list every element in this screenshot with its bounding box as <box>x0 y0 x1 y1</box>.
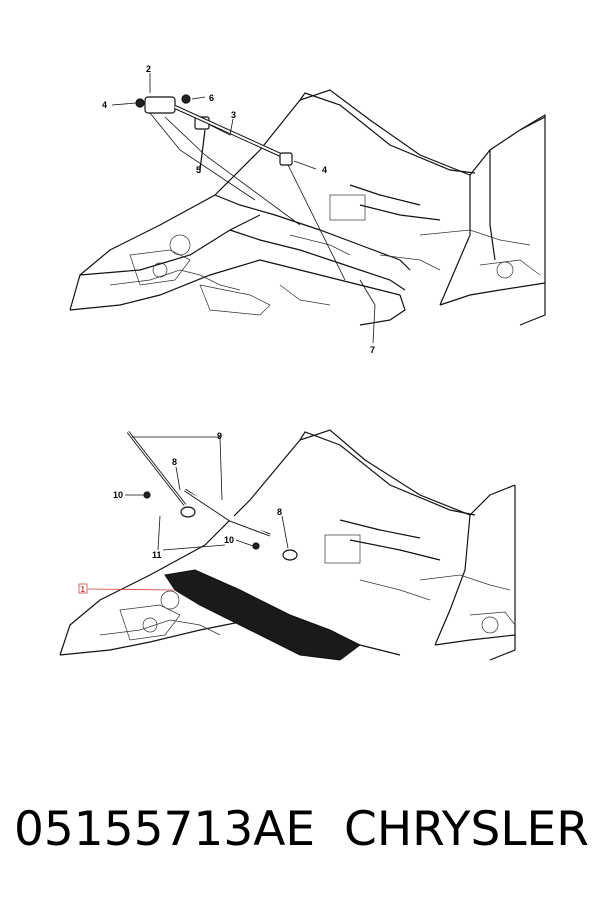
callout-8-left: 8 <box>172 457 177 467</box>
brand-name: CHRYSLER <box>344 802 589 857</box>
callout-4-right: 4 <box>322 165 327 175</box>
part-number: 05155713AE <box>14 802 316 857</box>
wiper-arm-cowl-illustration: 9 8 10 8 10 11 1 <box>59 429 516 661</box>
callout-7: 7 <box>370 345 375 355</box>
cowl-panel <box>164 569 361 661</box>
callout-1-box <box>78 583 88 594</box>
upper-diagram: 2 4 6 3 5 4 7 <box>0 55 600 365</box>
callout-5: 5 <box>196 165 201 175</box>
callout-10-left: 10 <box>113 490 123 500</box>
lower-diagram: 9 8 10 8 10 11 1 <box>0 420 600 680</box>
callout-2: 2 <box>146 64 151 74</box>
wiper-module-illustration: 2 4 6 3 5 4 7 <box>69 64 546 355</box>
callout-8-right: 8 <box>277 507 282 517</box>
callout-11: 11 <box>152 550 162 560</box>
callout-10-right: 10 <box>224 535 234 545</box>
caption: 05155713AE CHRYSLER <box>0 798 600 868</box>
callout-3: 3 <box>231 110 236 120</box>
callout-4-left: 4 <box>102 100 107 110</box>
callout-1: 1 <box>81 585 86 594</box>
callout-6: 6 <box>209 93 214 103</box>
callout-9: 9 <box>217 431 222 441</box>
